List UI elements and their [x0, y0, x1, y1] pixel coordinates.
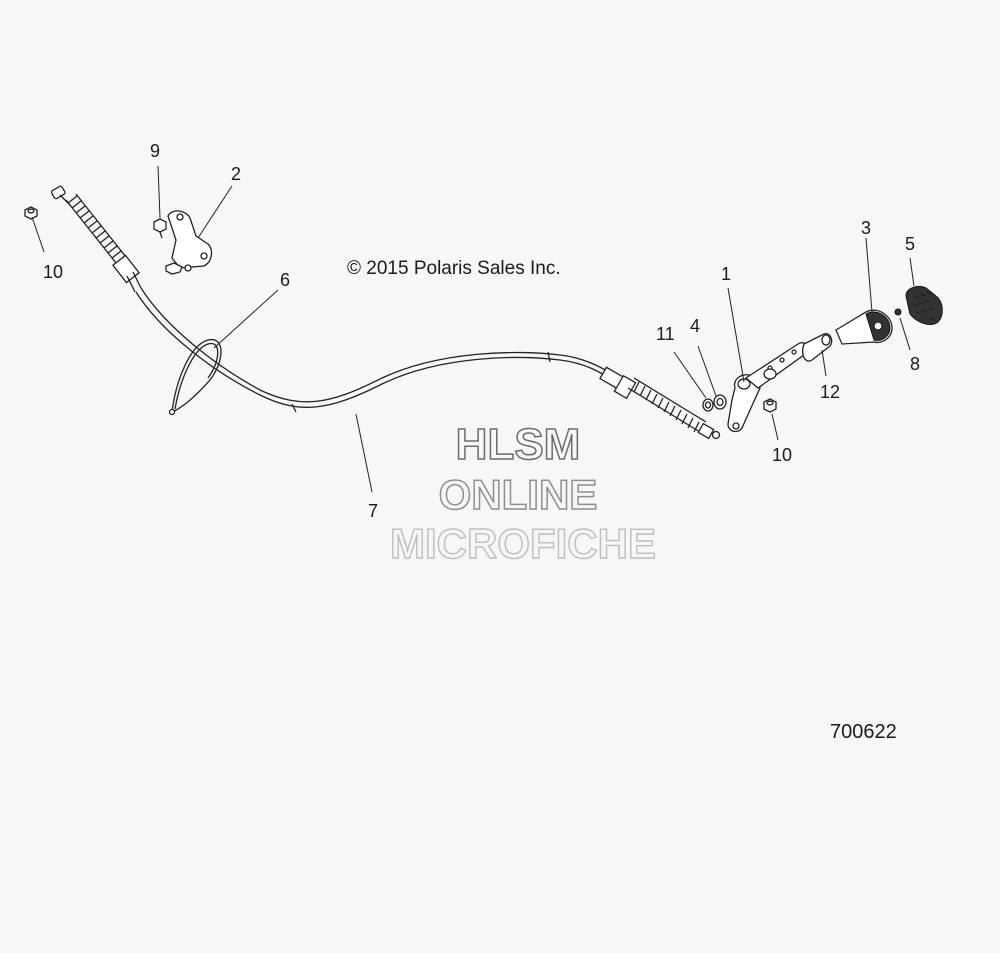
watermark: HLSM ONLINE MICROFICHE [389, 419, 656, 567]
callout-2: 2 [231, 164, 241, 184]
callout-3: 3 [861, 218, 871, 238]
part-screw [894, 308, 902, 316]
callout-1: 1 [721, 264, 731, 284]
callout-6: 6 [280, 270, 290, 290]
callout-4: 4 [690, 316, 700, 336]
part-nut-right [763, 398, 777, 413]
callout-5: 5 [905, 234, 915, 254]
part-bolt [153, 218, 167, 239]
part-washer [713, 394, 727, 410]
bellows-right [627, 377, 707, 433]
leader-lines [31, 165, 915, 493]
part-bracket [165, 210, 213, 275]
diagram-id: 700622 [830, 721, 897, 743]
watermark-line-3: MICROFICHE [390, 520, 656, 567]
callout-8: 8 [910, 354, 920, 374]
part-knob-base [835, 309, 893, 345]
part-sleeve [802, 333, 833, 362]
copyright-text: © 2015 Polaris Sales Inc. [347, 258, 561, 279]
part-cable-end-right [599, 366, 721, 440]
callout-7: 7 [368, 501, 378, 521]
part-nut-left [24, 206, 38, 220]
part-cable-clip [168, 339, 222, 416]
watermark-line-1: HLSM [456, 420, 581, 469]
part-cable-end-left [50, 185, 142, 293]
part-shift-lever [727, 342, 810, 433]
part-retaining-ring [702, 398, 714, 412]
part-cable [135, 287, 617, 413]
callout-10-left: 10 [43, 262, 63, 282]
watermark-line-2: ONLINE [439, 471, 598, 518]
callout-10-right: 10 [772, 445, 792, 465]
callout-9: 9 [150, 141, 160, 161]
bellows-left [65, 193, 131, 269]
part-knob-cap [905, 285, 943, 325]
callout-11: 11 [656, 324, 675, 344]
callout-12: 12 [820, 382, 840, 402]
callouts: 9 2 10 6 7 11 4 1 10 12 3 5 8 [43, 141, 920, 521]
